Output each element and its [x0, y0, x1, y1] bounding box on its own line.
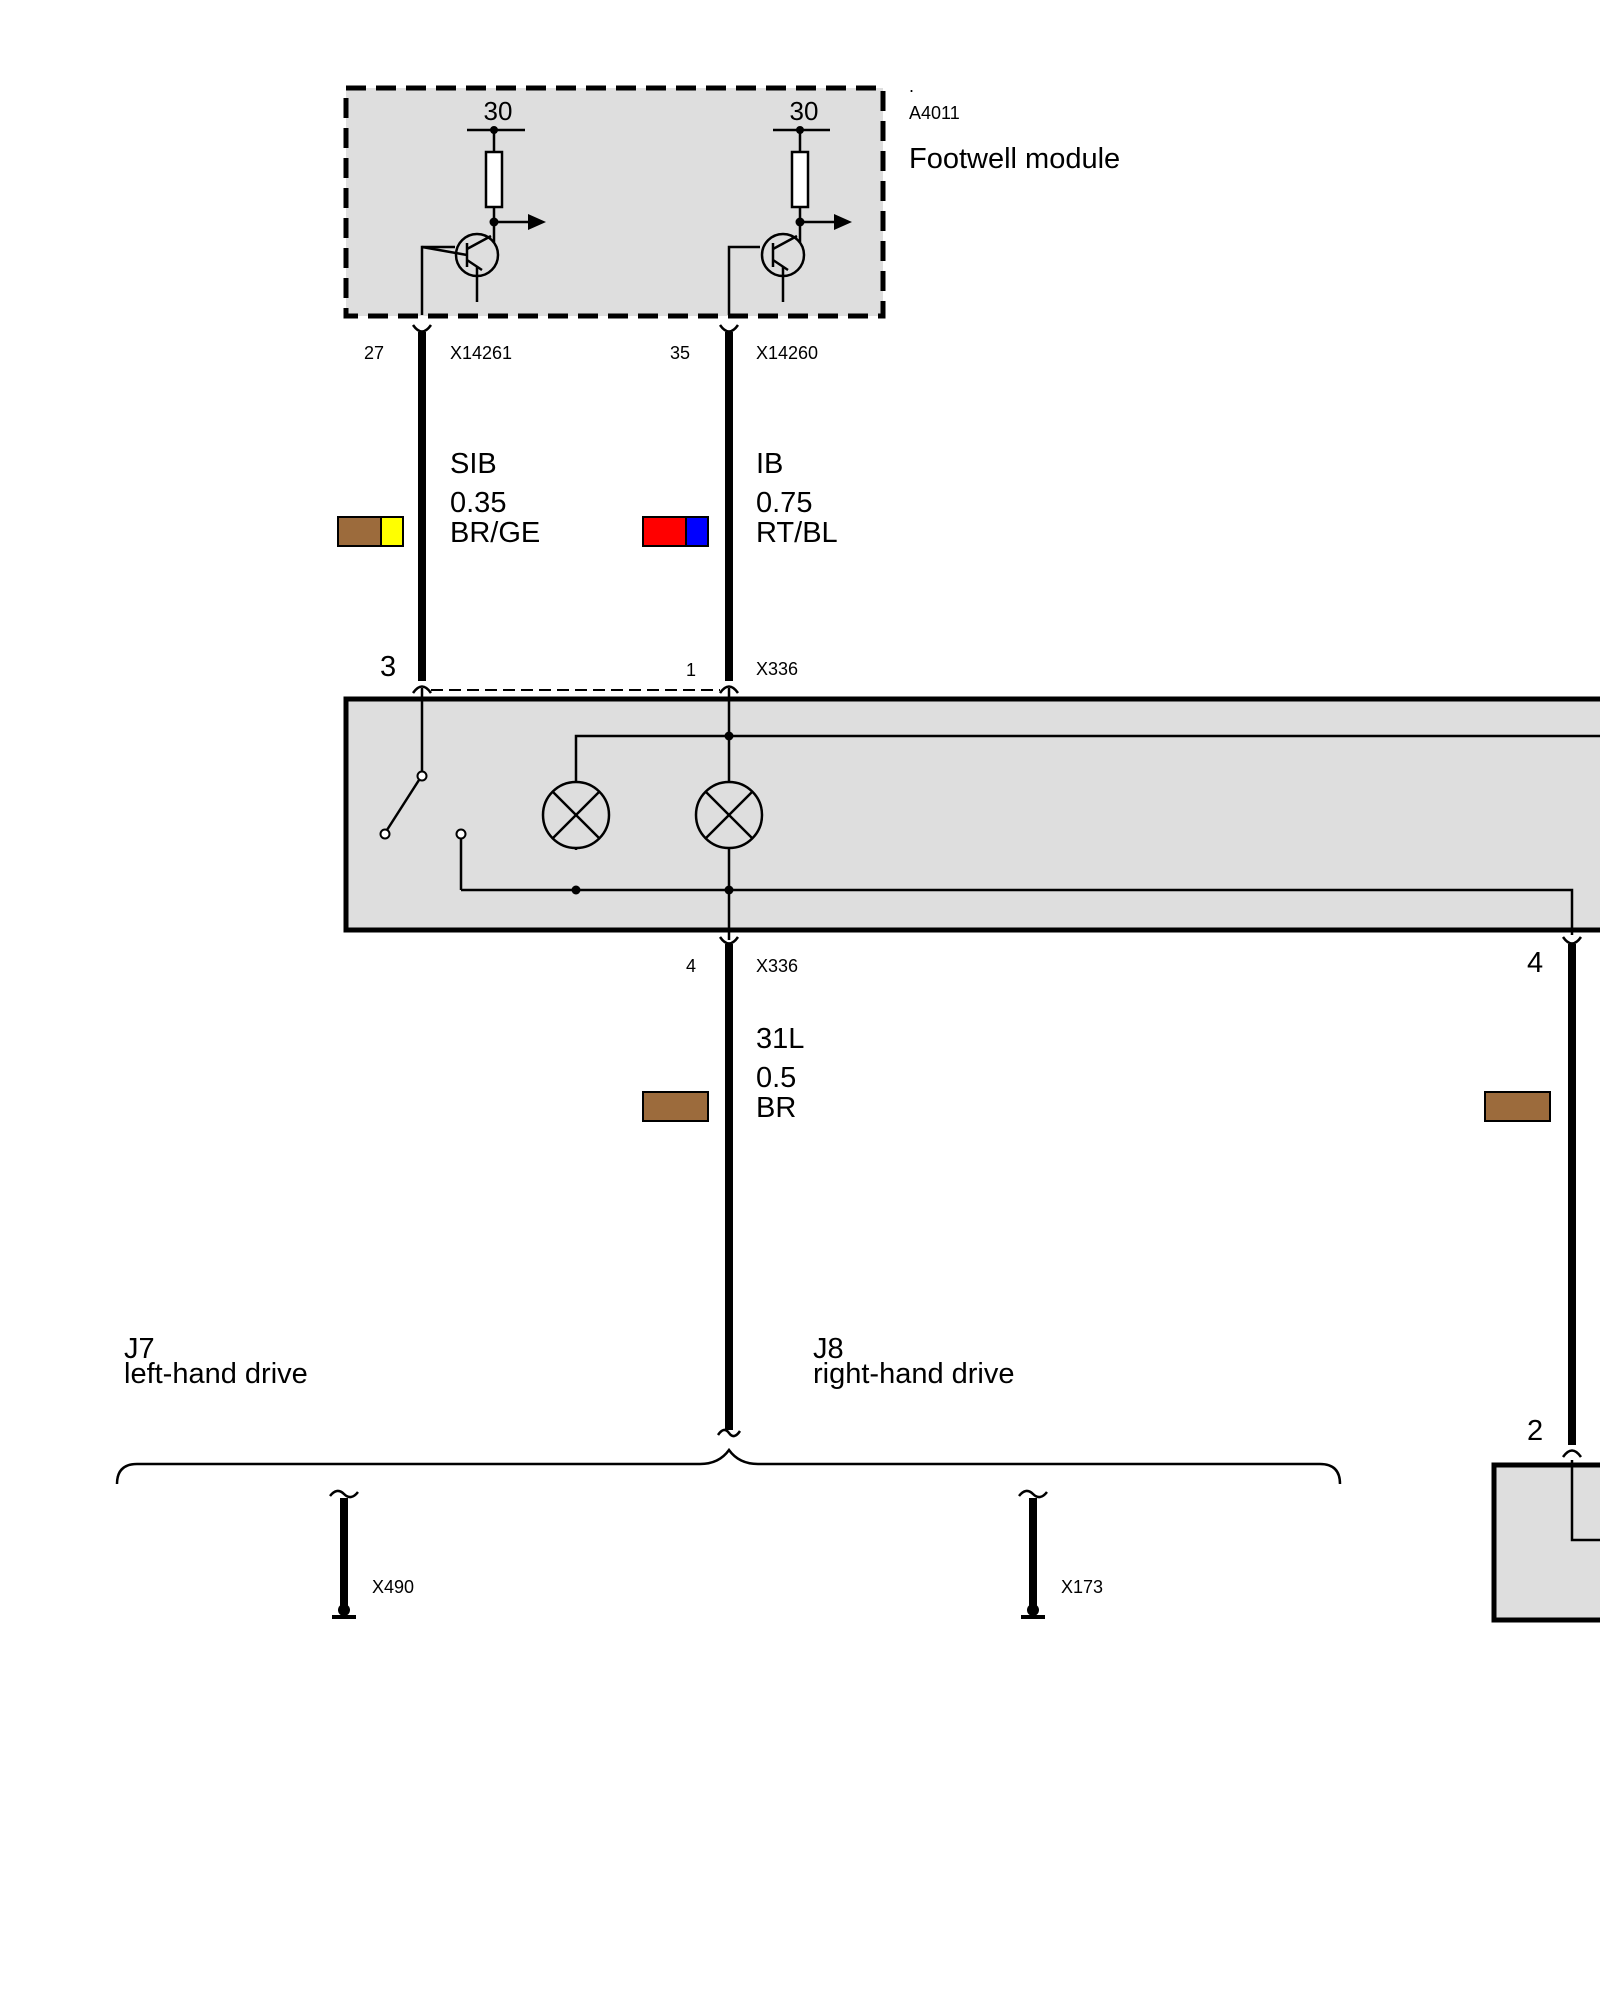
module-resistor-right [790, 150, 810, 209]
variant-j7[interactable]: J7 left-hand drive X490 [124, 1333, 414, 1619]
variant-j7-connector: X490 [372, 1577, 414, 1597]
wire-ib-size: 0.75 [756, 487, 812, 519]
variant-j7-label: left-hand drive [124, 1358, 308, 1390]
wire-sib[interactable]: 27 X14261 SIB 0.35 BR/GE 3 [337, 324, 540, 694]
wire-31l-connector-top: X336 [756, 956, 798, 976]
wire-right-pin-bottom: 2 [1527, 1415, 1543, 1447]
wire-right-pin-top: 4 [1527, 947, 1543, 979]
wire-ib-colour-swatch-b [685, 516, 709, 547]
component-x336[interactable] [343, 688, 1600, 940]
wire-ib-signal: IB [756, 448, 783, 480]
wire-ib[interactable]: 35 X14260 IB 0.75 RT/BL 1 X336 [642, 324, 838, 694]
wire-sib-size: 0.35 [450, 487, 506, 519]
wire-31l-pin-top: 4 [686, 956, 696, 976]
wire-right[interactable]: 4 2 [1484, 936, 1600, 1623]
wire-ib-connector-top: X14260 [756, 343, 818, 363]
wire-sib-pin-top: 27 [364, 343, 384, 363]
wire-31l-size: 0.5 [756, 1062, 796, 1094]
module-driver-left [420, 126, 546, 315]
wire-ib-pin-top: 35 [670, 343, 690, 363]
footwell-module[interactable]: 30 30 . A4011 Footwell module [343, 76, 1120, 319]
wire-ib-connector-bottom: X336 [756, 659, 798, 679]
wire-sib-connector-top: X14261 [450, 343, 512, 363]
module-terminal-left: 30 [484, 96, 513, 126]
wire-sib-colour-swatch-b [380, 516, 404, 547]
wire-sib-pin-bottom: 3 [380, 651, 396, 683]
variant-j8-label: right-hand drive [813, 1358, 1015, 1390]
wire-31l-colour-code: BR [756, 1092, 796, 1124]
wire-sib-signal: SIB [450, 448, 497, 480]
wire-31l-colour-swatch [642, 1091, 709, 1122]
variant-j8[interactable]: J8 right-hand drive X173 [813, 1333, 1103, 1619]
module-id: A4011 [909, 103, 960, 123]
wire-sib-colour-swatch-a [337, 516, 382, 547]
right-component-box [1491, 1462, 1600, 1623]
wire-sib-colour-code: BR/GE [450, 517, 540, 549]
lamp-right [694, 688, 764, 940]
lamp-left [541, 779, 611, 895]
switch [379, 688, 467, 890]
module-resistor-left [484, 150, 504, 209]
wire-ib-colour-code: RT/BL [756, 517, 838, 549]
wire-ib-pin-bottom: 1 [686, 660, 696, 680]
variant-j8-code: J8 [813, 1333, 844, 1365]
module-dot: . [909, 76, 914, 96]
module-terminal-right: 30 [790, 96, 819, 126]
variant-brace [115, 1447, 1342, 1485]
module-name: Footwell module [909, 143, 1120, 175]
wire-31l-signal: 31L [756, 1023, 804, 1055]
wire-31l[interactable]: 4 X336 31L 0.5 BR [642, 936, 804, 1438]
wire-ib-colour-swatch-a [642, 516, 687, 547]
module-driver-right [727, 126, 852, 315]
variant-j8-connector: X173 [1061, 1577, 1103, 1597]
component-box [343, 696, 1600, 933]
wire-right-colour-swatch [1484, 1091, 1551, 1122]
variant-j7-code: J7 [124, 1333, 155, 1365]
